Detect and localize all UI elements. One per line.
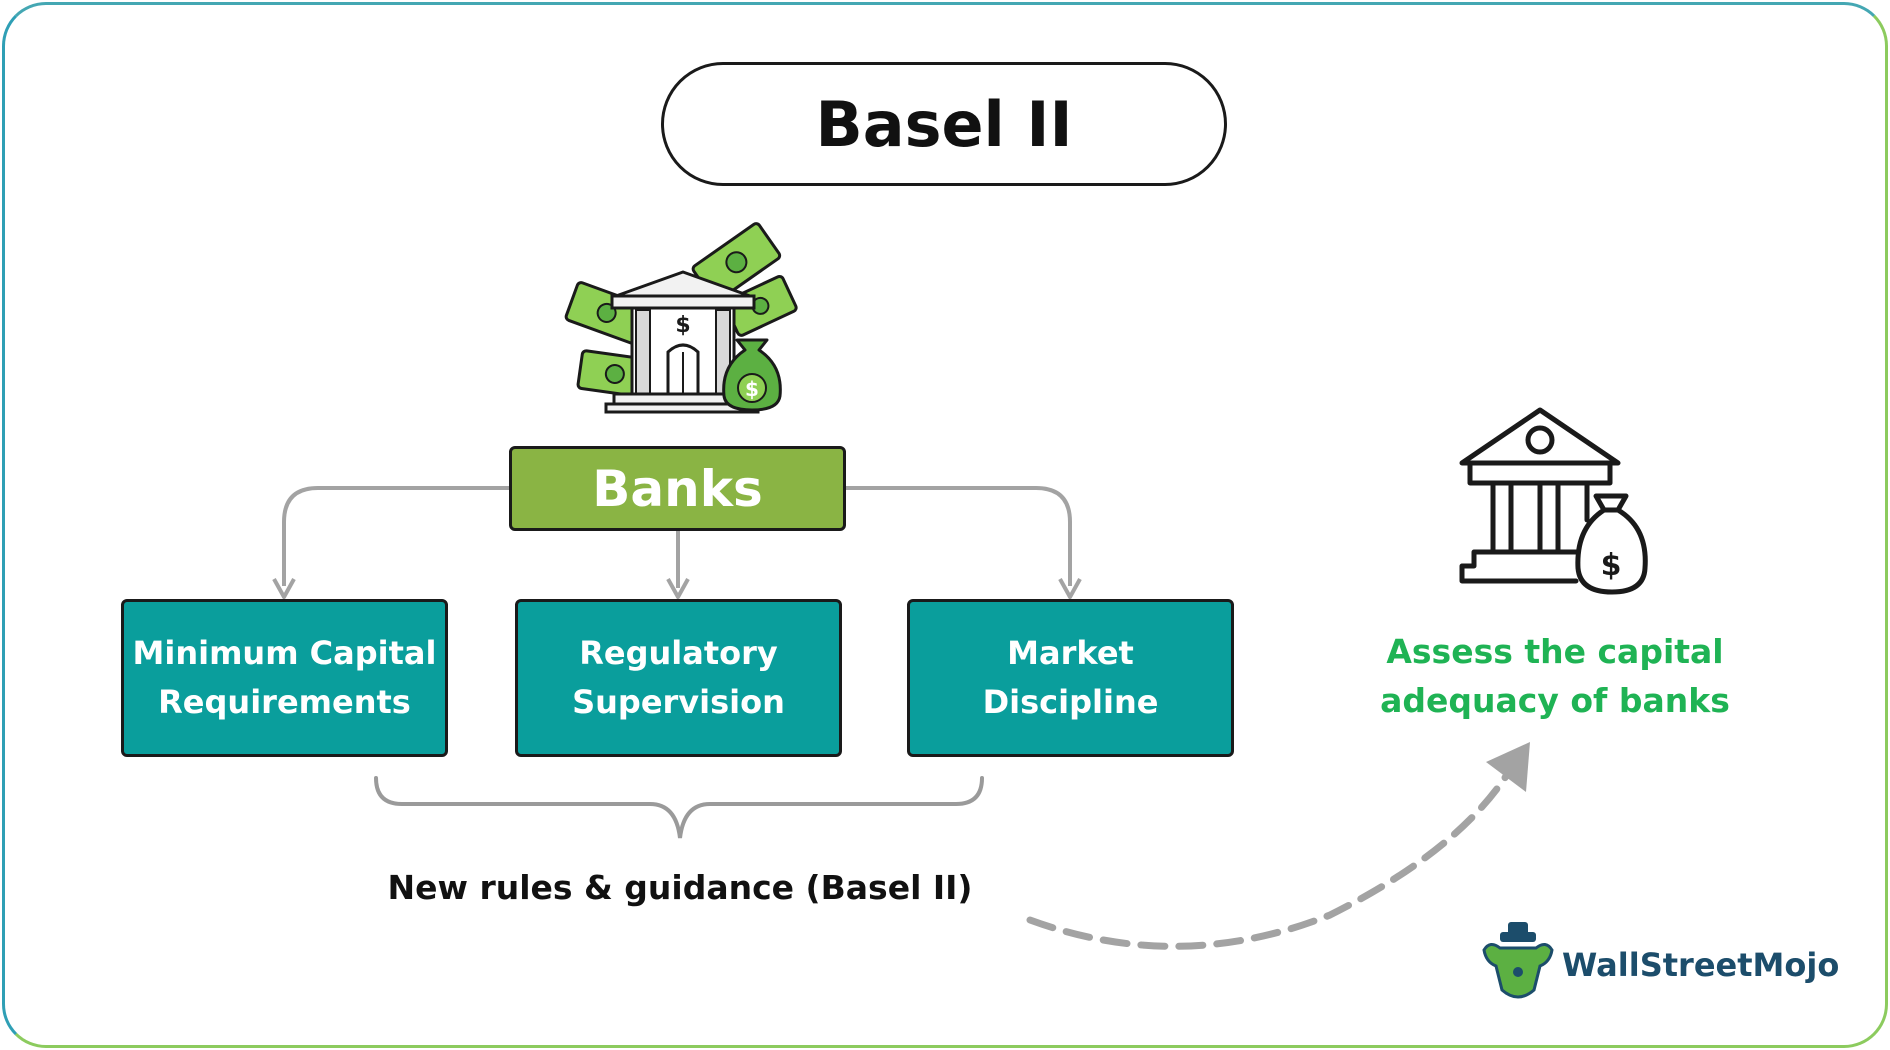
- pillar-minimum-capital: Minimum Capital Requirements: [121, 599, 448, 757]
- dollar-sign-icon: $: [1601, 548, 1622, 583]
- pillar-label-line1: Minimum Capital: [132, 634, 437, 672]
- bank-with-money-bag-icon: [1459, 407, 1648, 595]
- page-title: Basel II: [815, 87, 1073, 161]
- outcome-line1: Assess the capital: [1386, 632, 1724, 671]
- pillar-label-line2: Requirements: [158, 683, 411, 721]
- pillar-label-line2: Supervision: [572, 683, 785, 721]
- connector-banks-to-market: [846, 486, 1082, 599]
- svg-text:$: $: [745, 377, 759, 401]
- pillar-regulatory-supervision: Regulatory Supervision: [515, 599, 842, 757]
- outcome-text: Assess the capital adequacy of banks: [1340, 627, 1770, 725]
- pillar-label-line2: Discipline: [982, 683, 1159, 721]
- pillar-label-line1: Market: [1007, 634, 1134, 672]
- banks-label: Banks: [592, 459, 763, 518]
- outcome-line2: adequacy of banks: [1380, 681, 1730, 720]
- brace: [374, 776, 984, 839]
- brace-caption: New rules & guidance (Basel II): [387, 868, 973, 907]
- bank-with-money-icon: $ $: [564, 222, 798, 414]
- connector-banks-to-regulatory: [666, 531, 690, 599]
- svg-text:$: $: [675, 313, 690, 338]
- title-pill: Basel II: [661, 62, 1227, 186]
- pillar-market-discipline: Market Discipline: [907, 599, 1234, 757]
- brand-name: WallStreetMojo: [1562, 946, 1840, 984]
- wallstreetmojo-bull-logo-icon: [1482, 922, 1554, 999]
- pillar-label-line1: Regulatory: [579, 634, 778, 672]
- connector-banks-to-min-capital: [272, 486, 509, 599]
- banks-node: Banks: [509, 446, 846, 531]
- dashed-arrow: [1026, 742, 1530, 950]
